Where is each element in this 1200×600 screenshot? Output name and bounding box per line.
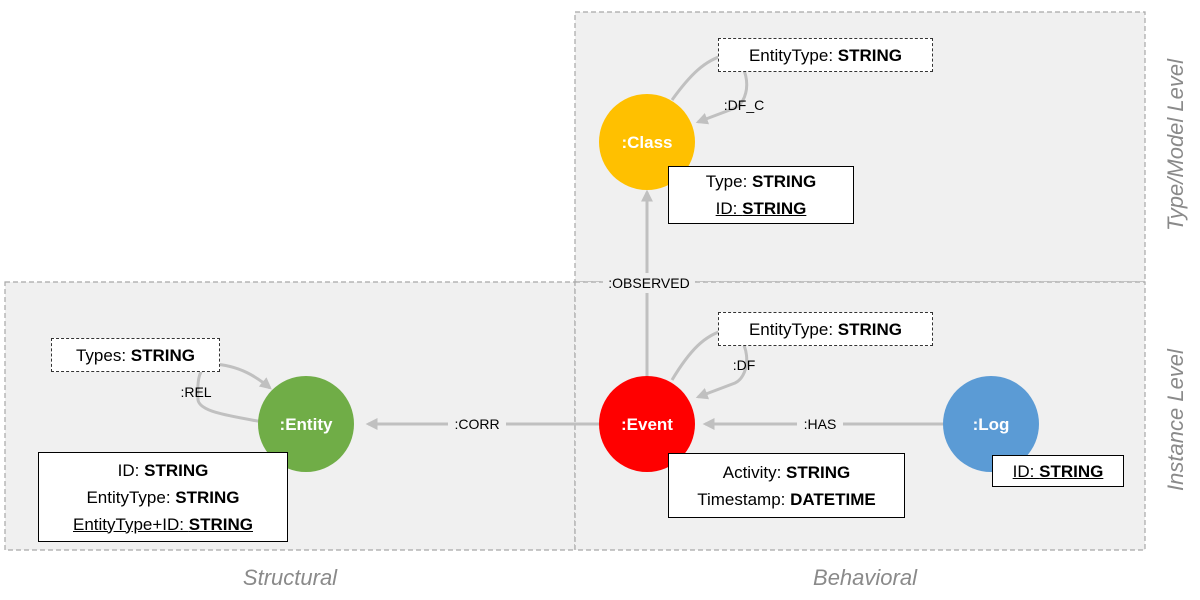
property-name: ID:: [117, 460, 145, 480]
corr-edge-label: :CORR: [454, 416, 499, 432]
df-edge-label: :DF: [733, 357, 756, 373]
property-name: Types:: [75, 345, 131, 365]
property-row: ID: STRING: [118, 457, 209, 484]
behavioral-axis-label: Behavioral: [813, 565, 918, 590]
property-row: EntityType: STRING: [749, 316, 902, 343]
property-name: ID:: [1012, 461, 1040, 481]
observed-edge-label: :OBSERVED: [608, 275, 689, 291]
property-row: EntityType+ID: STRING: [73, 511, 253, 538]
property-type: STRING: [742, 199, 807, 218]
property-row: Types: STRING: [76, 342, 195, 369]
property-row: Type: STRING: [706, 168, 817, 195]
structural-axis-label: Structural: [243, 565, 338, 590]
property-type: STRING: [752, 172, 817, 191]
property-row: ID: STRING: [1013, 458, 1104, 485]
property-name: Activity:: [722, 462, 787, 482]
property-row: Activity: STRING: [723, 459, 851, 486]
property-name: EntityType:: [748, 45, 838, 65]
entity-node-label: :Entity: [280, 415, 333, 434]
log-node: :Log: [943, 376, 1039, 472]
property-type: STRING: [786, 462, 851, 482]
log-node-label: :Log: [973, 415, 1010, 434]
property-row: EntityType: STRING: [749, 42, 902, 69]
rel-edge: [196, 362, 272, 424]
property-type: STRING: [130, 345, 196, 365]
entity-rel-property-box: Types: STRING: [51, 338, 220, 372]
property-type: STRING: [837, 319, 903, 339]
has-edge-label: :HAS: [804, 416, 837, 432]
class-node-label: :Class: [621, 133, 672, 152]
property-row: Timestamp: DATETIME: [697, 486, 876, 513]
property-row: ID: STRING: [716, 195, 807, 222]
log-property-box: ID: STRING: [992, 455, 1124, 487]
event-df-property-box: EntityType: STRING: [718, 312, 933, 346]
property-type: STRING: [188, 514, 253, 534]
property-type: STRING: [837, 45, 903, 65]
property-name: EntityType:: [86, 487, 176, 507]
entity-node: :Entity: [258, 376, 354, 472]
property-row: EntityType: STRING: [86, 484, 239, 511]
property-type: STRING: [144, 460, 209, 480]
property-name: Type:: [705, 172, 753, 191]
event-node-label: :Event: [621, 415, 673, 434]
property-type: DATETIME: [790, 489, 876, 509]
type-model-level-label: Type/Model Level: [1163, 58, 1188, 231]
event-node: :Event: [599, 376, 695, 472]
property-type: STRING: [175, 487, 240, 507]
property-name: ID:: [715, 199, 743, 218]
instance-level-label: Instance Level: [1163, 348, 1188, 491]
property-name: EntityType+ID:: [73, 514, 189, 534]
df-c-edge-label: :DF_C: [724, 97, 764, 113]
property-name: EntityType:: [748, 319, 838, 339]
property-name: Timestamp:: [697, 489, 791, 509]
property-type: STRING: [1039, 461, 1104, 481]
class-df-property-box: EntityType: STRING: [718, 38, 933, 72]
rel-edge-label: :REL: [180, 384, 211, 400]
